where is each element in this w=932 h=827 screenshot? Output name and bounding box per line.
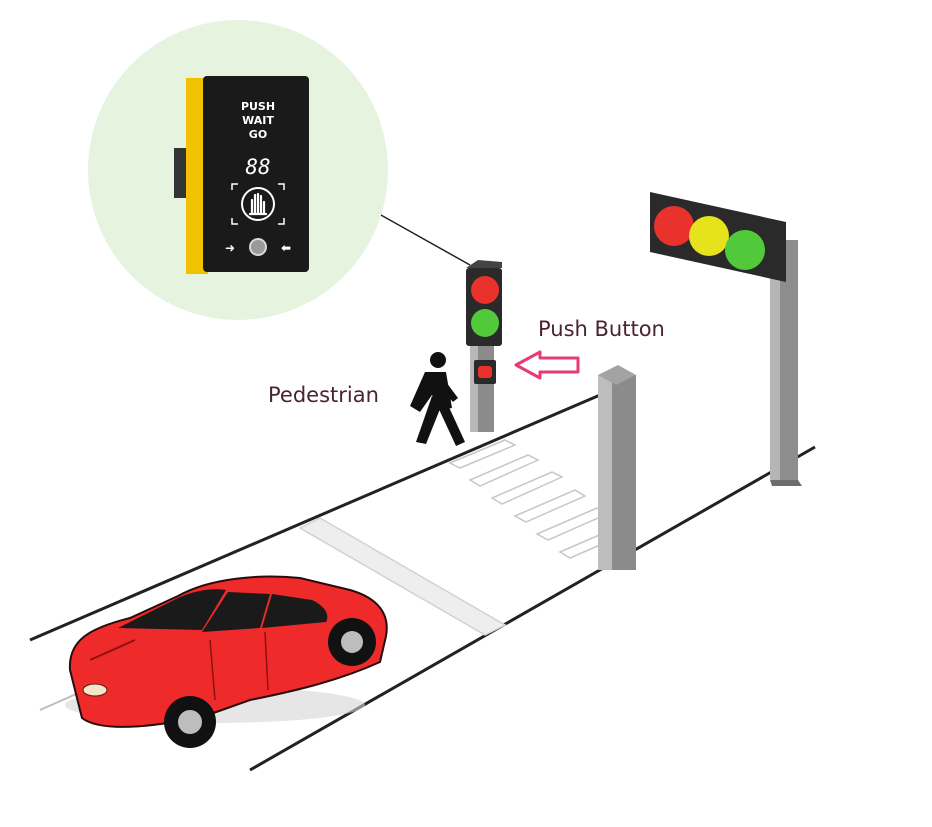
car-headlight [82, 683, 108, 697]
car-side-window-front [202, 592, 270, 632]
road-near-edge [249, 445, 816, 772]
crossing-post [598, 365, 636, 570]
panel-right-arrow: ⬅ [281, 241, 291, 255]
road-far-edge [29, 393, 601, 642]
zoom-inset: PUSH WAIT GO 88 ➜ ⬅ [88, 20, 388, 320]
stop-line [298, 517, 507, 636]
panel-push-button [249, 238, 267, 256]
push-button-arrow [514, 350, 580, 380]
corner-brackets [231, 183, 285, 225]
pedestrian-light-red [471, 276, 499, 304]
panel-face [203, 76, 309, 272]
button-panel: PUSH WAIT GO 88 ➜ ⬅ [174, 76, 309, 274]
push-button-label: Push Button [538, 317, 665, 341]
panel-line-wait: WAIT [242, 114, 274, 127]
vehicle-light-green [725, 230, 765, 270]
vehicle-light-yellow [689, 216, 729, 256]
pedestrian-signal [466, 260, 502, 432]
car-wheel-rear [328, 618, 376, 666]
panel-countdown: 88 [245, 155, 270, 179]
pedestrian-light-green [471, 309, 499, 337]
zoom-connector [371, 209, 471, 266]
panel-line-push: PUSH [241, 100, 275, 113]
push-button-icon [478, 366, 492, 378]
car-wheel-front [164, 696, 216, 748]
panel-left-arrow: ➜ [225, 241, 235, 255]
car-windshield [118, 589, 226, 630]
car-side-window-rear [262, 594, 328, 628]
pedestrian-label: Pedestrian [268, 383, 379, 407]
panel-side [186, 78, 208, 274]
car [65, 575, 388, 748]
hand-icon-ring [241, 187, 275, 221]
panel-line-go: GO [249, 128, 267, 141]
hand-icon [248, 192, 268, 216]
vehicle-traffic-light [650, 192, 802, 486]
vehicle-light-red [654, 206, 694, 246]
pedestrian-figure [410, 352, 465, 446]
